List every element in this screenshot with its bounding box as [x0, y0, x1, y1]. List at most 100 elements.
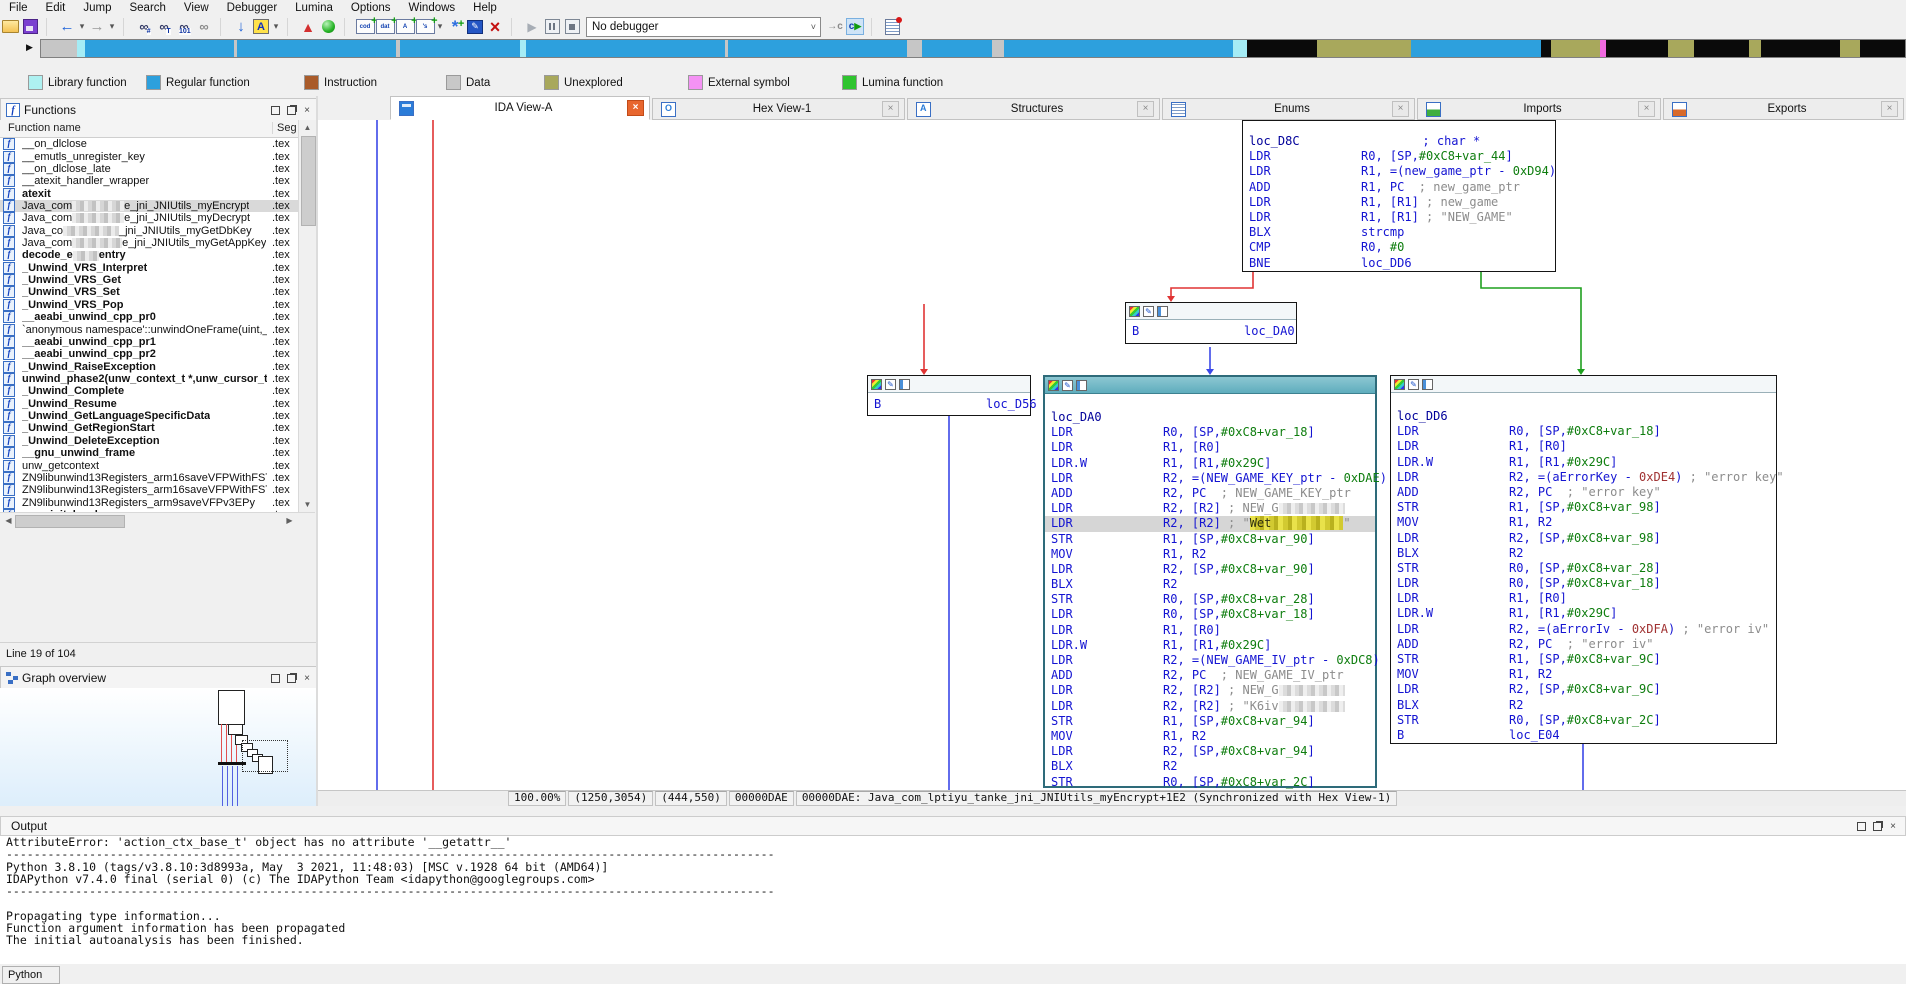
node-group-icon[interactable] — [899, 378, 910, 390]
panel-splitter[interactable] — [316, 96, 318, 806]
node-edit-icon[interactable]: ✎ — [1408, 378, 1419, 390]
make-code-icon[interactable]: cod+ — [355, 15, 378, 36]
function-row[interactable]: f__emutls_unregister_key.tex — [0, 150, 298, 163]
scroll-right-icon[interactable]: ▶ — [286, 516, 293, 525]
function-row[interactable]: f_Unwind_Resume.tex — [0, 397, 298, 410]
menu-debugger[interactable]: Debugger — [226, 2, 278, 14]
nav-back-icon[interactable]: ← — [59, 18, 75, 35]
debug-stop-icon[interactable] — [562, 18, 582, 36]
function-row[interactable]: f_Unwind_VRS_Set.tex — [0, 286, 298, 299]
node-group-icon[interactable] — [1076, 379, 1087, 391]
functions-list-header[interactable]: Function name Seg — [0, 120, 318, 138]
function-row[interactable]: f__gnu_unwind_frame.tex — [0, 447, 298, 460]
menu-edit[interactable]: Edit — [45, 2, 66, 14]
node-color-icon[interactable] — [871, 378, 882, 390]
tab-close-icon[interactable]: × — [627, 100, 644, 116]
scroll-left-icon[interactable]: ◀ — [5, 516, 12, 525]
menu-file[interactable]: File — [9, 2, 28, 14]
function-row[interactable]: f_Unwind_GetLanguageSpecificData.tex — [0, 410, 298, 423]
function-row[interactable]: f_Unwind_VRS_Interpret.tex — [0, 261, 298, 274]
jump-address-icon[interactable]: ↓ — [237, 18, 245, 35]
nav-back-drop-icon[interactable]: ▾ — [79, 21, 85, 31]
functions-close-button[interactable]: × — [304, 104, 310, 116]
function-row[interactable]: f_Unwind_DeleteException.tex — [0, 434, 298, 447]
asm-line[interactable]: loc_D8C ; char * — [1243, 134, 1555, 149]
function-row[interactable]: f_Unwind_VRS_Get.tex — [0, 274, 298, 287]
function-row[interactable]: f__aeabi_unwind_cpp_pr1.tex — [0, 335, 298, 348]
node-color-icon[interactable] — [1394, 378, 1405, 390]
menu-view[interactable]: View — [183, 2, 209, 14]
menu-options[interactable]: Options — [350, 2, 391, 14]
make-string-icon[interactable]: A+ — [395, 15, 418, 36]
output-restore-button[interactable] — [1853, 820, 1869, 833]
tab-close-icon[interactable]: × — [882, 101, 899, 117]
function-row[interactable]: f_Unwind_VRS_Pop.tex — [0, 298, 298, 311]
make-data-icon[interactable]: dat+ — [375, 15, 398, 36]
search-sequence-icon[interactable]: ∞101 — [178, 19, 191, 35]
make-struct-icon[interactable]: 's+ — [415, 15, 438, 36]
asm-line[interactable]: loc_DD6 — [1391, 409, 1776, 424]
debugger-select[interactable]: No debugger˅ — [586, 16, 821, 37]
output-splitter[interactable] — [0, 806, 1906, 816]
scroll-up-icon[interactable]: ▲ — [303, 123, 312, 132]
tab-close-icon[interactable]: × — [1638, 101, 1655, 117]
functions-horizontal-scrollbar[interactable]: ◀ ▶ — [0, 512, 315, 528]
tab-enums[interactable]: Enums× — [1162, 98, 1415, 120]
scroll-thumb[interactable] — [15, 515, 125, 528]
graph-overview-minimap[interactable] — [0, 688, 316, 806]
function-row[interactable]: f_Unwind_GetRegionStart.tex — [0, 422, 298, 435]
rename-drop-icon[interactable]: ▾ — [273, 21, 279, 31]
make-struct-drop-icon[interactable]: ▾ — [437, 21, 443, 31]
navigation-band[interactable] — [40, 39, 1906, 58]
scroll-thumb[interactable] — [301, 136, 316, 226]
problem-list-icon[interactable]: ▲ — [301, 18, 315, 35]
function-row[interactable]: f__on_dlclose.tex — [0, 138, 298, 151]
node-color-icon[interactable] — [1048, 379, 1059, 391]
column-function-name[interactable]: Function name — [8, 122, 81, 134]
breakpoint-list-icon[interactable] — [882, 16, 902, 36]
function-row[interactable]: f`anonymous namespace'::unwindOneFrame(u… — [0, 323, 298, 336]
tab-close-icon[interactable]: × — [1881, 101, 1898, 117]
lumina-icon[interactable] — [318, 18, 338, 36]
function-row[interactable]: f__aeabi_unwind_cpp_pr0.tex — [0, 311, 298, 324]
tab-close-icon[interactable]: × — [1392, 101, 1409, 117]
